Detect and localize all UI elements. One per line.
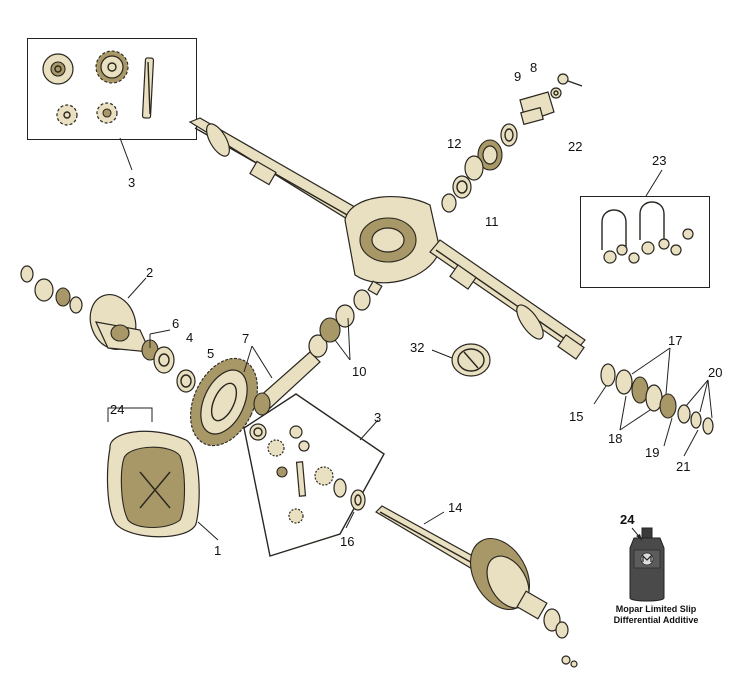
differential-cover [106, 430, 200, 538]
leader-32 [431, 349, 453, 359]
drive-pinion [253, 351, 321, 416]
inset-cross-shaft [141, 57, 155, 119]
leader-15 [593, 385, 607, 405]
callout-21: 21 [676, 459, 691, 474]
callout-6: 6 [172, 316, 180, 331]
pinion-seal [500, 123, 518, 147]
leader-17-a [631, 347, 671, 375]
leader-7-b [251, 345, 273, 379]
callout-22: 22 [568, 139, 583, 154]
leader-16 [345, 511, 355, 529]
leader-18-a [619, 395, 627, 431]
callout-18: 18 [608, 431, 623, 446]
callout-17: 17 [668, 333, 683, 348]
callout-7: 7 [242, 331, 250, 346]
callout-4: 4 [186, 330, 194, 345]
pinion-outer-bearing [464, 139, 503, 181]
leader-3-top [119, 137, 133, 171]
callout-12: 12 [447, 136, 462, 151]
callout-9: 9 [514, 69, 522, 84]
differential-case [89, 294, 151, 353]
leader-20-b [699, 379, 709, 413]
callout-24-left: 24 [110, 402, 125, 417]
leader-1 [197, 521, 219, 541]
callout-15: 15 [569, 409, 584, 424]
callout-23: 23 [652, 153, 667, 168]
leader-17-b [665, 347, 671, 395]
pinion-race [441, 175, 472, 213]
callout-11: 11 [485, 214, 499, 229]
u-bolt-left [601, 209, 640, 264]
axle-seal-ring [451, 343, 491, 377]
leader-19 [663, 417, 673, 447]
callout-24-product: 24 [620, 512, 635, 527]
product-caption-line1: Mopar Limited Slip [615, 604, 697, 614]
callout-32: 32 [410, 340, 425, 355]
leader-23 [645, 169, 663, 197]
leader-14 [423, 511, 445, 525]
callout-1: 1 [214, 543, 222, 558]
mopar-logo-icon [640, 552, 654, 566]
leader-7-a [243, 345, 253, 373]
inset-pinion-gear-left [56, 104, 78, 126]
leader-2 [127, 277, 147, 299]
differential-side-bearing [141, 339, 175, 374]
callout-10: 10 [352, 364, 367, 379]
leader-20-c [707, 379, 713, 419]
rear-axle-shaft [375, 505, 578, 668]
callout-5: 5 [207, 346, 215, 361]
callout-8: 8 [530, 60, 538, 75]
inset-side-gear-toothed [95, 50, 129, 84]
callout-19: 19 [645, 445, 660, 460]
differential-bearing-cup [20, 265, 83, 314]
leader-24-left [107, 407, 153, 422]
pinion-washer [550, 87, 562, 99]
pinion-inner-bearing [308, 280, 383, 358]
differential-shim [176, 369, 196, 393]
inset-pinion-gear-right [96, 102, 118, 124]
leader-21 [683, 429, 699, 457]
callout-20: 20 [708, 365, 723, 380]
callout-2: 2 [146, 265, 154, 280]
u-bolt-right [639, 201, 694, 256]
axle-housing [188, 117, 586, 360]
leader-10-a [334, 339, 351, 361]
arrow-24-product [636, 534, 642, 540]
product-caption: Mopar Limited Slip Differential Additive [594, 604, 718, 626]
callout-3-mid: 3 [374, 410, 382, 425]
leader-18-b [619, 409, 651, 431]
product-caption-line2: Differential Additive [613, 615, 699, 625]
ring-gear [190, 357, 258, 447]
leader-20-a [685, 379, 709, 407]
inset-side-gear-large [42, 53, 74, 85]
callout-3-top: 3 [128, 175, 136, 190]
wheel-bearing-set [600, 363, 714, 435]
spider-gear-exploded-set [243, 393, 385, 557]
pinion-yoke [519, 91, 555, 126]
callout-14: 14 [448, 500, 463, 515]
leader-10-b [347, 317, 351, 361]
callout-16: 16 [340, 534, 355, 549]
leader-6 [149, 329, 171, 335]
leader-3-mid [359, 419, 379, 441]
pinion-nut [557, 73, 583, 87]
